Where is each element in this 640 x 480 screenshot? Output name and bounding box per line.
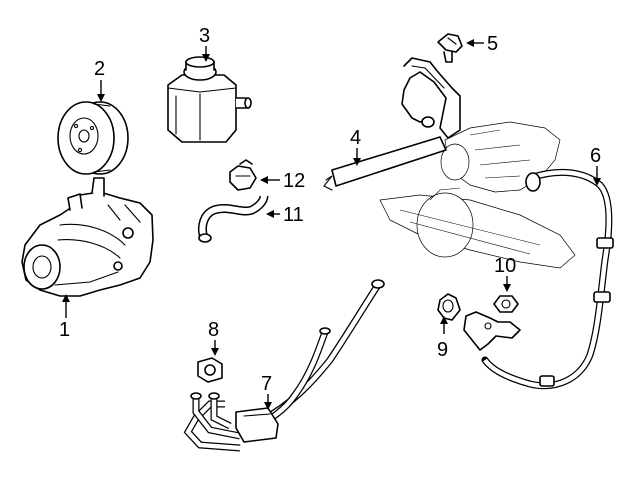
- fitting: [437, 293, 461, 321]
- callout-6: 6: [590, 145, 601, 167]
- callout-3: 3: [199, 25, 210, 47]
- callout-1: 1: [59, 319, 70, 341]
- nut-and-union: [463, 295, 521, 351]
- bracket: [437, 33, 463, 63]
- pressure-hose: [323, 57, 461, 191]
- callout-2: 2: [94, 58, 105, 80]
- power-steering-pump: [21, 177, 154, 297]
- callout-8: 8: [208, 319, 219, 341]
- return-hose: [481, 168, 614, 390]
- steering-gear-background: [379, 121, 576, 269]
- fluid-reservoir: [167, 56, 252, 143]
- suction-hose: [197, 195, 269, 243]
- callout-11: 11: [283, 204, 304, 226]
- callout-5: 5: [487, 33, 498, 55]
- leader-lines: [62, 39, 601, 410]
- callout-12: 12: [283, 170, 305, 192]
- callout-7: 7: [261, 373, 272, 395]
- callout-9: 9: [437, 339, 448, 361]
- callout-4: 4: [350, 127, 361, 149]
- pulley: [57, 101, 129, 175]
- clamp: [197, 357, 223, 383]
- callout-10: 10: [494, 255, 516, 277]
- hose-clamp: [229, 159, 257, 191]
